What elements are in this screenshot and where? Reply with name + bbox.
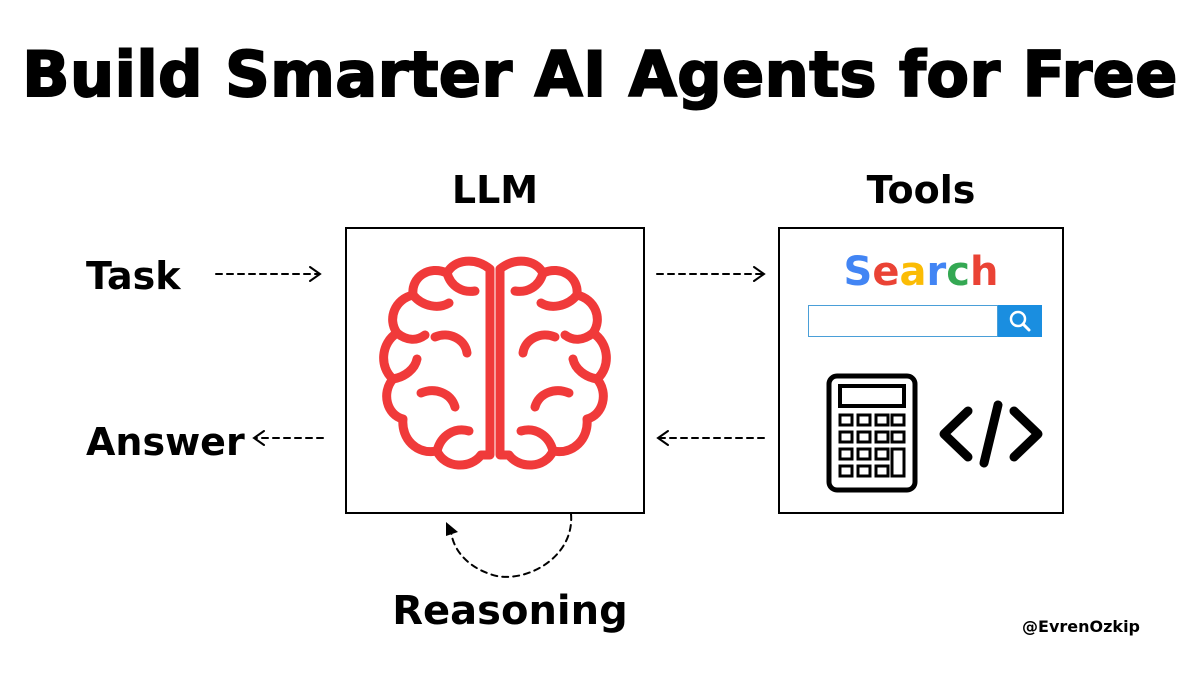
search-logo: Search — [780, 249, 1062, 295]
author-handle: @EvrenOzkip — [1022, 617, 1140, 636]
search-letter: r — [926, 249, 947, 295]
tools-label: Tools — [866, 168, 976, 212]
reasoning-loop-arrow — [450, 513, 573, 578]
search-letter: S — [843, 249, 873, 295]
llm-box — [345, 227, 645, 514]
search-button[interactable] — [998, 305, 1042, 337]
brain-icon — [379, 256, 611, 470]
task-label: Task — [86, 254, 181, 298]
search-input[interactable] — [808, 305, 998, 337]
calculator-icon — [826, 373, 918, 493]
reasoning-arrowhead — [446, 522, 458, 536]
answer-label: Answer — [86, 420, 245, 464]
reasoning-label: Reasoning — [392, 588, 628, 634]
search-icon — [1009, 310, 1031, 332]
page-title: Build Smarter AI Agents for Free — [21, 37, 1178, 112]
search-letter: c — [946, 249, 970, 295]
code-icon — [939, 400, 1043, 468]
search-letter: e — [872, 249, 900, 295]
llm-label: LLM — [451, 168, 539, 212]
search-letter: a — [899, 249, 927, 295]
tools-box: Search — [778, 227, 1064, 514]
search-letter: h — [969, 249, 999, 295]
